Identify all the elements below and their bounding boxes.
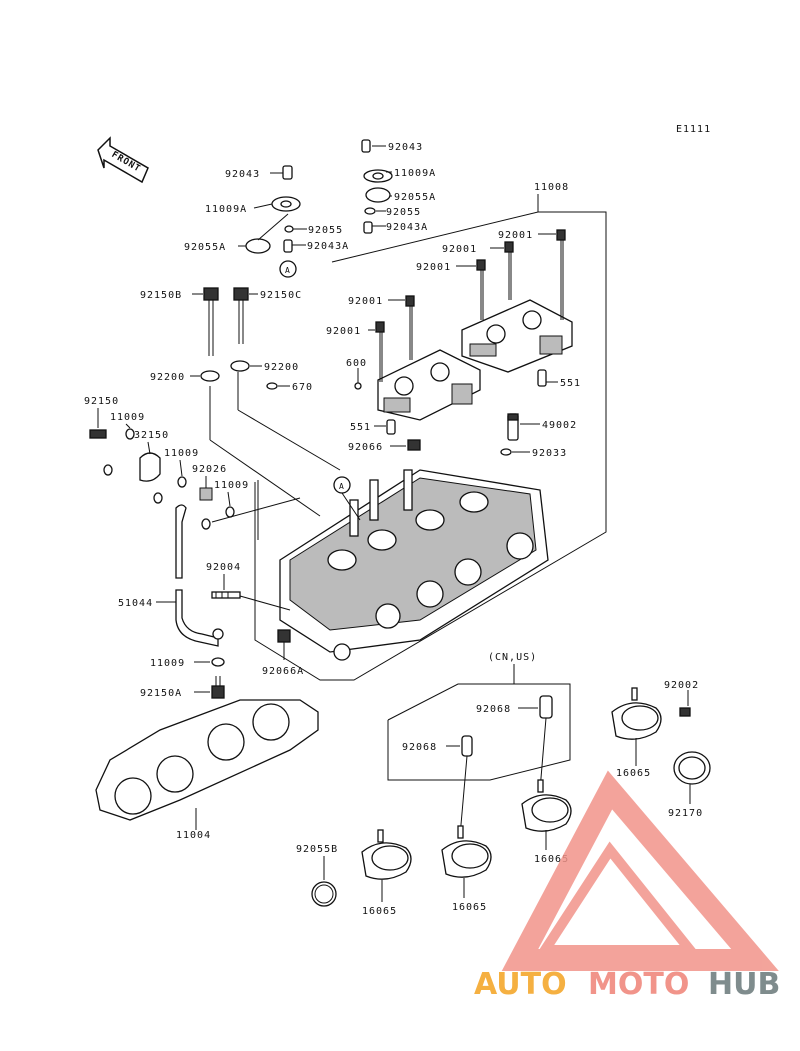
label-92066: 92066 [348, 442, 383, 453]
pin-600 [354, 382, 362, 390]
label-92150a: 92150A [140, 688, 182, 699]
watermark-auto: AUTO [474, 967, 567, 1002]
label-92043-top: 92043 [388, 142, 423, 153]
label-92001-c: 92001 [416, 262, 451, 273]
watermark-text: AUTO MOTO HUB [474, 967, 780, 1002]
label-11009-b: 11009 [164, 448, 199, 459]
variant-note: (CN,US) [488, 652, 537, 663]
label-600: 600 [346, 358, 367, 369]
label-92068: 92068 [476, 704, 511, 715]
label-32150: 32150 [134, 430, 169, 441]
label-92150c: 92150C [260, 290, 302, 301]
label-92066a: 92066A [262, 666, 304, 677]
label-11008: 11008 [534, 182, 569, 193]
washer-92200-b [230, 360, 250, 372]
dowel-551-right [537, 369, 547, 387]
label-92055a-top: 92055A [394, 192, 436, 203]
label-16065-a: 16065 [616, 768, 651, 779]
plug-49002 [507, 413, 519, 441]
label-551-right: 551 [560, 378, 581, 389]
label-92200-b: 92200 [264, 362, 299, 373]
label-92026: 92026 [192, 464, 227, 475]
label-551-left: 551 [350, 422, 371, 433]
label-92001-e: 92001 [326, 326, 361, 337]
head-assembly-outline [254, 211, 607, 681]
label-11009-a: 11009 [110, 412, 145, 423]
washer-11009-d [211, 657, 225, 667]
label-92043a-left: 92043A [307, 241, 349, 252]
watermark-logo-icon [501, 770, 779, 971]
clamp-92170 [673, 751, 711, 785]
screw-92002 [679, 707, 691, 717]
intake-holder-b [521, 779, 572, 832]
label-92055-left: 92055 [308, 225, 343, 236]
oring-670 [266, 382, 278, 390]
label-92001-d: 92001 [348, 296, 383, 307]
label-92068-b: 92068 [402, 742, 437, 753]
circle-ref-a-top: A [285, 266, 291, 275]
diagram-code: E1111 [676, 124, 711, 135]
label-16065-b: 16065 [534, 854, 569, 865]
circle-ref-a-head: A [339, 482, 345, 491]
intake-holder-a [611, 687, 662, 740]
label-92055b: 92055B [296, 844, 338, 855]
label-92002: 92002 [664, 680, 699, 691]
label-92004: 92004 [206, 562, 241, 573]
label-92043a-top: 92043A [386, 222, 428, 233]
head-gasket [95, 699, 319, 821]
label-92200-a: 92200 [150, 372, 185, 383]
label-11009a-left: 11009A [205, 204, 247, 215]
nut-92066a [277, 629, 291, 643]
nut-92066 [407, 439, 421, 451]
intake-holder-c [441, 825, 492, 878]
label-92055a-left: 92055A [184, 242, 226, 253]
label-92001-a: 92001 [498, 230, 533, 241]
label-49002: 49002 [542, 420, 577, 431]
label-92055-top: 92055 [386, 207, 421, 218]
bolt-92150b [203, 287, 219, 356]
cap-92068 [539, 695, 553, 719]
camshaft-holder-right [461, 299, 573, 373]
front-arrow-icon: FRONT [97, 136, 149, 184]
label-92043-left: 92043 [225, 169, 260, 180]
label-11004: 11004 [176, 830, 211, 841]
variant-box [387, 683, 571, 781]
oil-fitting-top-group [361, 139, 393, 234]
holder-bolts [375, 229, 566, 382]
label-16065-c: 16065 [452, 902, 487, 913]
label-11009a-top: 11009A [394, 168, 436, 179]
cap-92068-b [461, 735, 473, 757]
bolt-92150c [233, 287, 249, 344]
label-670: 670 [292, 382, 313, 393]
camshaft-holder-left [377, 349, 481, 421]
stud-92004 [211, 591, 241, 599]
label-16065-d: 16065 [362, 906, 397, 917]
dowel-551-left [386, 419, 396, 435]
oring-92033 [500, 448, 512, 456]
label-11009-d: 11009 [150, 658, 185, 669]
label-11009-c: 11009 [214, 480, 249, 491]
watermark-moto: MOTO [588, 967, 689, 1002]
label-92150: 92150 [84, 396, 119, 407]
washer-92200-a [200, 370, 220, 382]
watermark-hub: HUB [708, 967, 780, 1002]
label-92001-b: 92001 [442, 244, 477, 255]
label-92150b: 92150B [140, 290, 182, 301]
cylinder-head [279, 469, 549, 661]
oil-fitting-left-group [245, 165, 301, 278]
label-92170: 92170 [668, 808, 703, 819]
oil-pipe-group [89, 428, 235, 647]
intake-holder-d [361, 829, 412, 880]
label-51044: 51044 [118, 598, 153, 609]
bolt-92150a [211, 676, 225, 699]
label-92033: 92033 [532, 448, 567, 459]
